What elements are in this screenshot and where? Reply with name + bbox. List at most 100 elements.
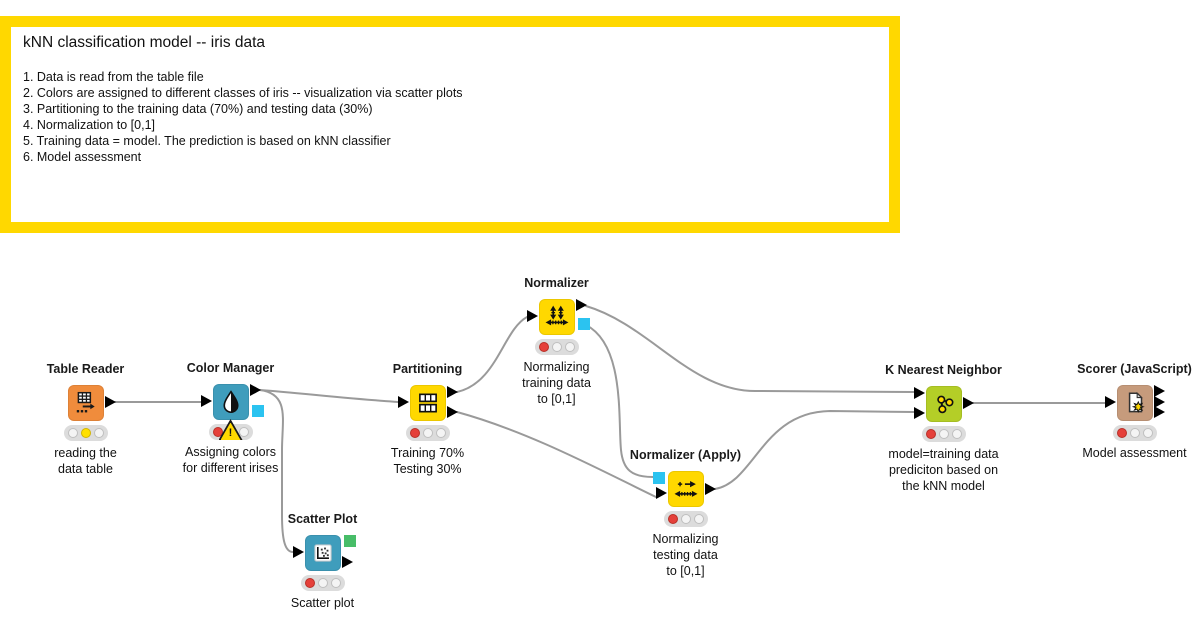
status-red-light [1116,428,1127,438]
node-normalizer-title: Normalizer [524,276,589,290]
output-port-model[interactable] [577,318,590,330]
output-port-training[interactable] [446,386,458,398]
status-red-light [67,428,78,438]
input-port-data[interactable] [526,310,538,322]
output-port-prediction[interactable] [962,397,974,409]
workflow-annotation[interactable]: kNN classification model -- iris data 1.… [0,16,900,233]
status-red-light [212,427,223,437]
node-partitioning-title: Partitioning [392,362,463,376]
input-port-data[interactable] [397,396,409,408]
node-caption[interactable]: Normalizing training data to [0,1] [522,360,591,406]
node-scatter-plot[interactable]: Scatter Plot Scatter plot [238,511,408,611]
input-port-data[interactable] [292,546,304,558]
scorer-icon[interactable] [1104,385,1165,421]
normalizer-apply-icon[interactable] [652,471,716,507]
status-yellow-light [80,428,91,438]
output-port-2[interactable] [1153,396,1165,408]
annotation-line: 5. Training data = model. The prediction… [23,134,391,148]
node-color-manager-title: Color Manager [186,361,275,375]
partitioning-icon[interactable] [397,385,458,421]
input-port-testing[interactable] [913,407,925,419]
color-manager-icon[interactable] [200,384,264,420]
status-red-light [538,342,549,352]
node-caption[interactable]: Model assessment [1082,446,1187,460]
node-caption[interactable]: model=training data prediciton based on … [888,447,999,493]
node-partitioning[interactable]: Partitioning Training 70% Testing 30% [343,361,513,477]
normalizer-icon[interactable] [526,299,590,335]
apply-axis-icon [674,481,697,497]
input-port-model[interactable] [652,472,665,484]
node-scorer-javascript[interactable]: Scorer (JavaScript) Model assessment [1050,361,1200,461]
input-port-data[interactable] [655,487,667,499]
status-green-light [435,428,446,438]
input-port-data[interactable] [200,395,212,407]
annotation-line: 6. Model assessment [23,150,142,164]
annotation-line: 3. Partitioning to the training data (70… [23,102,373,116]
annotation-body: 1. Data is read from the table file 2. C… [23,69,889,165]
node-caption[interactable]: reading the data table [54,446,117,476]
table-icon [76,391,95,413]
document-star-icon [1128,391,1145,413]
status-traffic-light [63,425,108,441]
status-yellow-light [551,342,562,352]
status-yellow-light [317,578,328,588]
scatter-plot-icon[interactable] [292,535,356,571]
table-reader-icon[interactable] [67,385,116,421]
status-green-light [1142,428,1153,438]
status-red-light [304,578,315,588]
node-caption[interactable]: Normalizing testing data to [0,1] [652,532,719,578]
status-green-light [330,578,341,588]
status-traffic-light [534,339,579,355]
split-table-icon [418,393,437,413]
knn-icon[interactable] [913,386,974,422]
normalize-axis-icon [545,305,568,326]
status-traffic-light [1112,425,1157,441]
output-port-3[interactable] [1153,406,1165,418]
node-color-manager[interactable]: Color Manager ! Assigning colors for dif… [146,360,316,476]
output-port-1[interactable] [1153,385,1165,397]
status-yellow-light [680,514,691,524]
node-caption[interactable]: Assigning colors for different irises [182,445,279,475]
status-yellow-light [1129,428,1140,438]
node-caption[interactable]: Scatter plot [290,596,355,610]
output-port-data[interactable] [249,384,261,396]
node-normalizer-apply[interactable]: Normalizer (Apply) [601,447,771,579]
input-port-data[interactable] [1104,396,1116,408]
status-red-light [409,428,420,438]
status-traffic-light [663,511,708,527]
annotation-line: 4. Normalization to [0,1] [23,118,156,132]
node-scatter-plot-title: Scatter Plot [287,512,358,526]
status-traffic-light: ! [208,419,253,440]
node-knn-title: K Nearest Neighbor [885,363,1002,377]
output-port-data[interactable] [704,483,716,495]
scatter-chart-icon [313,544,332,562]
input-port-training[interactable] [913,387,925,399]
node-table-reader-title: Table Reader [46,362,125,376]
output-port-data[interactable] [104,396,116,408]
node-caption[interactable]: Training 70% Testing 30% [390,446,465,476]
annotation-line: 1. Data is read from the table file [23,70,204,84]
annotation-title: kNN classification model -- iris data [23,34,266,51]
status-green-light [564,342,575,352]
status-red-light [667,514,678,524]
status-traffic-light [300,575,345,591]
status-green-light [693,514,704,524]
output-port-data[interactable] [341,556,353,568]
output-port-testing[interactable] [446,406,458,418]
node-normalizer[interactable]: Normalizer [472,275,642,407]
output-port-image[interactable] [343,535,356,547]
status-green-light [238,427,249,437]
node-k-nearest-neighbor[interactable]: K Nearest Neighbor model=training data p… [859,362,1029,494]
annotation-line: 2. Colors are assigned to different clas… [23,86,463,100]
node-table-reader[interactable]: Table Reader reading the data table [1,361,171,477]
status-green-light [951,429,962,439]
droplet-icon [222,390,239,413]
node-scorer-title: Scorer (JavaScript) [1077,362,1192,376]
output-port-color-settings[interactable] [251,405,264,417]
output-port-data[interactable] [575,299,587,311]
status-green-light [93,428,104,438]
warning-exclamation: ! [220,422,241,440]
status-yellow-light [422,428,433,438]
status-traffic-light [405,425,450,441]
